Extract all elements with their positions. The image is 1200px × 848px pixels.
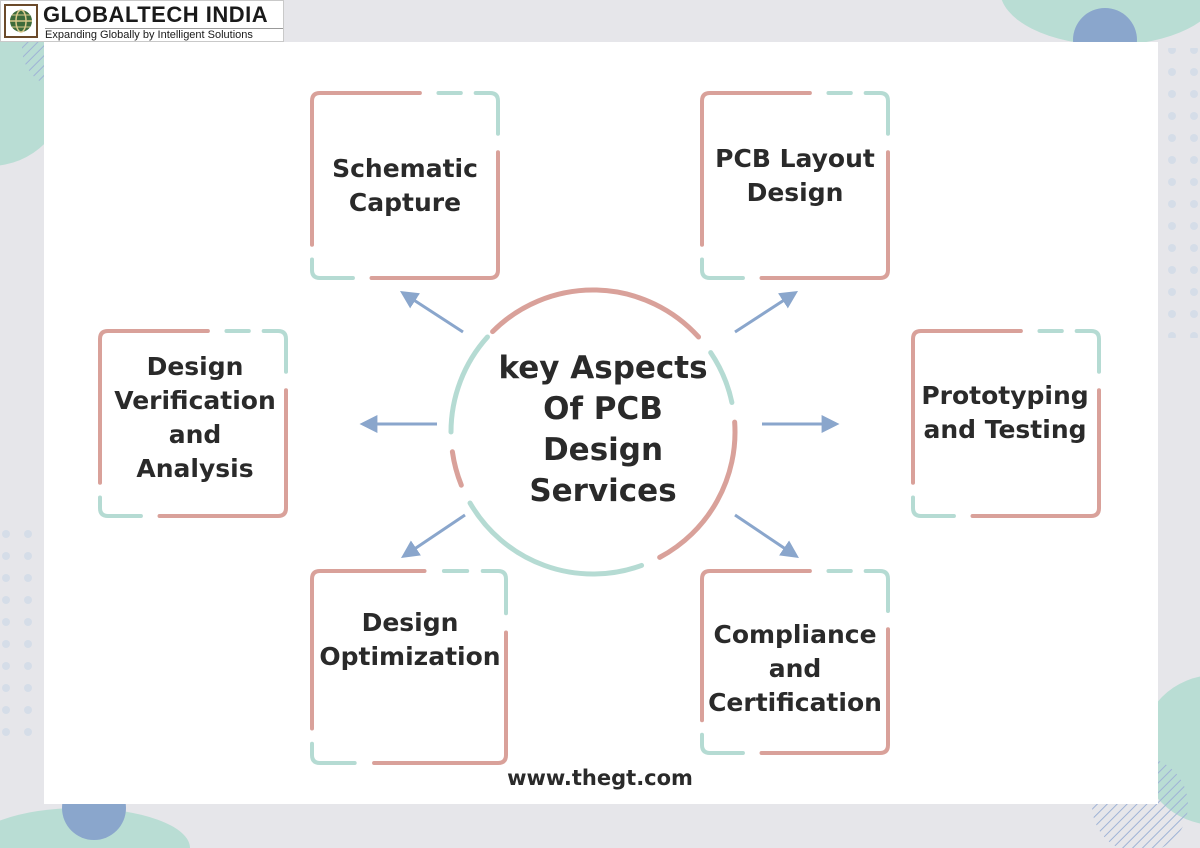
frame-edge — [480, 569, 508, 616]
company-logo: GLOBALTECH INDIA Expanding Globally by I… — [0, 0, 284, 42]
frame-edge — [759, 627, 890, 755]
frame-edge — [700, 91, 812, 247]
frame-edge — [98, 495, 143, 518]
aspect-line: Prototyping — [921, 381, 1089, 410]
center-title-line: Design — [542, 432, 664, 468]
aspect-schematic-capture: Schematic Capture — [312, 152, 498, 220]
frame-schematic-capture — [310, 91, 500, 280]
frame-edge — [911, 495, 956, 518]
aspect-line: and — [768, 654, 822, 683]
frame-design-optimization — [310, 569, 508, 765]
frame-edge — [759, 150, 890, 280]
frame-edge — [970, 388, 1101, 518]
frame-edge — [369, 150, 500, 280]
aspect-line: and Testing — [923, 415, 1087, 444]
frame-prototyping-testing — [911, 329, 1101, 518]
hub-ring-segment — [449, 449, 464, 488]
aspect-line: Compliance — [713, 620, 877, 649]
aspect-line: and — [168, 420, 222, 449]
frame-edge — [700, 569, 812, 723]
aspect-line: Capture — [348, 188, 462, 217]
dot-grid-right — [1158, 48, 1200, 338]
frame-edge — [700, 732, 745, 755]
arrow-connector — [399, 291, 464, 334]
arrow-connector — [734, 291, 799, 334]
brand-tagline: Expanding Globally by Intelligent Soluti… — [45, 28, 283, 42]
frame-edge — [863, 91, 890, 136]
aspect-design-optimization: Design Optimization — [312, 606, 508, 674]
frame-compliance-certification — [700, 569, 890, 755]
frame-edge — [157, 388, 288, 518]
aspect-pcb-layout-design: PCB Layout Design — [702, 142, 888, 210]
dot-grid-left — [0, 516, 44, 736]
frame-edge — [98, 329, 210, 485]
frame-edge — [700, 257, 745, 280]
aspect-compliance-certification: Compliance and Certification — [702, 618, 888, 720]
center-title-line: Services — [529, 473, 677, 509]
frame-pcb-layout-design — [700, 91, 890, 280]
hub-ring-segment — [467, 500, 645, 577]
arrow-connector — [734, 513, 799, 559]
aspect-line: Analysis — [136, 454, 254, 483]
frame-edge — [261, 329, 288, 374]
aspect-line: Design — [146, 352, 244, 381]
frame-design-verification — [98, 329, 288, 518]
center-title-line: Of PCB — [543, 391, 663, 427]
aspect-design-verification: Design Verification and Analysis — [100, 350, 290, 486]
content-card — [44, 42, 1158, 804]
hub-ring-segment — [490, 287, 702, 340]
globe-icon — [4, 4, 38, 38]
frame-edge — [1074, 329, 1101, 374]
center-title: key Aspects Of PCB Design Services — [463, 348, 743, 512]
brand-name: GLOBALTECH INDIA — [43, 2, 269, 27]
arrow-connector — [401, 513, 466, 559]
hub-ring-segment — [708, 350, 735, 405]
frame-edge — [372, 630, 508, 765]
website-url[interactable]: www.thegt.com — [507, 766, 693, 790]
center-title-line: key Aspects — [498, 350, 708, 386]
aspect-line: Verification — [114, 386, 276, 415]
frame-edge — [310, 741, 357, 765]
frame-edge — [310, 257, 355, 280]
frame-edge — [911, 329, 1023, 485]
aspect-line: Schematic — [332, 154, 478, 183]
frame-edge — [473, 91, 500, 136]
aspect-line: Design — [361, 608, 459, 637]
frame-edge — [310, 91, 422, 247]
frame-edge — [310, 569, 427, 731]
hub-ring-segment — [657, 419, 738, 560]
aspect-line: PCB Layout — [715, 144, 875, 173]
aspect-prototyping-testing: Prototyping and Testing — [912, 379, 1098, 447]
aspect-line: Certification — [708, 688, 882, 717]
frame-edge — [863, 569, 890, 614]
aspect-line: Optimization — [319, 642, 501, 671]
hub-ring-segment — [448, 334, 490, 435]
aspect-line: Design — [746, 178, 844, 207]
